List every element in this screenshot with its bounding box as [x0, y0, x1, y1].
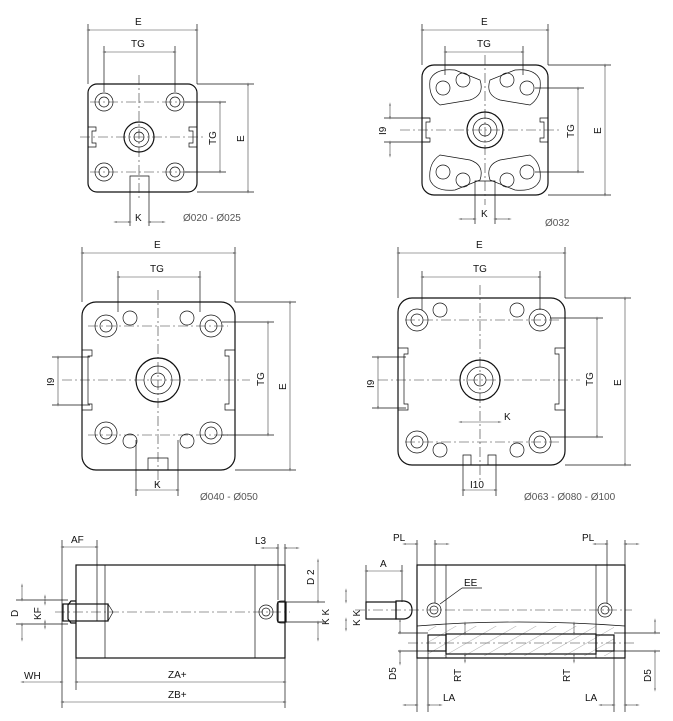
dim-I10: I10: [470, 480, 484, 491]
dim-TG-vertical: TG: [585, 372, 596, 386]
dim-L3: L3: [255, 536, 267, 547]
dim-I9: I9: [46, 377, 57, 386]
front-view-d20-d25: E TG TG E K Ø020 - Ø025: [80, 17, 254, 226]
dim-I9: I9: [366, 379, 377, 388]
dim-E-vertical: E: [593, 127, 604, 134]
dim-E: E: [481, 17, 488, 28]
dim-TG-vertical: TG: [566, 124, 577, 138]
dim-TG: TG: [131, 39, 145, 50]
dim-TG: TG: [150, 264, 164, 275]
label-EE: EE: [464, 578, 478, 589]
dim-K: K: [154, 480, 161, 491]
dim-E-vertical: E: [278, 383, 289, 390]
dim-WH: WH: [24, 671, 41, 682]
dim-D5-right: D5: [643, 669, 654, 682]
side-view-threaded-ends: PL PL A EE K K D5 RT RT D5 LA LA: [345, 533, 660, 712]
dim-K: K: [504, 412, 511, 423]
dim-TG: TG: [473, 264, 487, 275]
dim-TG-vertical: TG: [208, 131, 219, 145]
dim-PL-left: PL: [393, 533, 406, 544]
dim-ZB: ZB+: [168, 690, 187, 701]
dim-E: E: [154, 240, 161, 251]
dim-I9: I9: [378, 126, 389, 135]
dim-RT-right: RT: [562, 669, 573, 682]
dim-A: A: [380, 559, 387, 570]
dim-KK: K K: [321, 609, 332, 625]
dim-E-vertical: E: [236, 135, 247, 142]
dim-E: E: [476, 240, 483, 251]
dim-D2: D 2: [306, 569, 317, 585]
caption-d20-d25: Ø020 - Ø025: [183, 213, 241, 224]
front-view-d63-d100: E TG TG E I9 K I10 Ø063 - Ø080 - Ø100: [366, 240, 631, 503]
dim-K: K: [135, 213, 142, 224]
dim-D5-left: D5: [388, 667, 399, 680]
dim-E: E: [135, 17, 142, 28]
caption-d32: Ø032: [545, 218, 570, 229]
dim-RT-left: RT: [453, 669, 464, 682]
dim-PL-right: PL: [582, 533, 595, 544]
side-view-standard: AF L3 D 2 K K D KF WH ZA+ ZB+: [10, 535, 332, 708]
dim-E-vertical: E: [613, 379, 624, 386]
dim-D: D: [10, 610, 21, 617]
dim-KK: K K: [352, 610, 363, 626]
dim-KF: KF: [33, 607, 44, 620]
dim-TG-vertical: TG: [256, 372, 267, 386]
front-view-d32: E TG TG E I9 K Ø032: [378, 17, 611, 229]
dim-LA-left: LA: [443, 693, 456, 704]
front-view-d40-d50: E TG TG E I9 K Ø040 - Ø050: [46, 240, 296, 503]
caption-d63-d100: Ø063 - Ø080 - Ø100: [524, 492, 616, 503]
dim-ZA: ZA+: [168, 670, 187, 681]
caption-d40-d50: Ø040 - Ø050: [200, 492, 258, 503]
dim-K: K: [481, 209, 488, 220]
dim-LA-right: LA: [585, 693, 598, 704]
dim-TG: TG: [477, 39, 491, 50]
dim-AF: AF: [71, 535, 84, 546]
